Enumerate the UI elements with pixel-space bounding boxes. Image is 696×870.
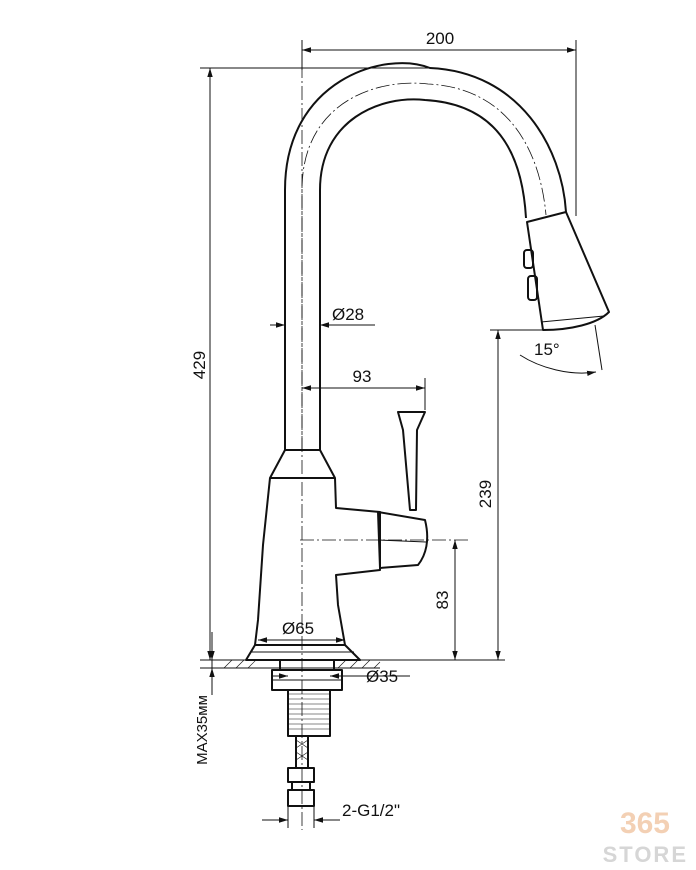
handle-hub bbox=[377, 511, 429, 569]
handle-lever bbox=[397, 411, 426, 511]
shank-thread bbox=[288, 693, 330, 730]
dim-hose-connection: 2-G1/2" bbox=[342, 801, 400, 820]
store-logo: 365 STORE bbox=[603, 807, 688, 867]
countertop-hatch bbox=[222, 659, 381, 669]
dim-handle-offset: 93 bbox=[353, 367, 372, 386]
dim-total-height: 429 bbox=[190, 351, 209, 379]
dim-shank-diameter: Ø35 bbox=[366, 667, 398, 686]
logo-number: 365 bbox=[620, 807, 670, 840]
handle-hub-line bbox=[377, 539, 427, 543]
dimension-lines bbox=[200, 40, 603, 828]
spray-button-upper bbox=[523, 249, 534, 269]
dimension-labels: 200 429 Ø28 93 15° 239 83 Ø65 Ø35 MAX35м… bbox=[190, 29, 560, 820]
dim-spray-angle: 15° bbox=[534, 340, 560, 359]
hose-ferrule bbox=[291, 781, 311, 791]
faucet-outline bbox=[222, 62, 610, 807]
dim-spout-reach: 200 bbox=[426, 29, 454, 48]
hose-nut-upper bbox=[287, 767, 315, 783]
dim-outlet-height: 239 bbox=[476, 480, 495, 508]
dim-max-counter-thickness: MAX35мм bbox=[194, 695, 211, 765]
hose-nut-lower bbox=[287, 789, 315, 807]
spout-collar bbox=[269, 449, 336, 479]
faucet-main-body bbox=[254, 477, 381, 646]
dim-spout-diameter: Ø28 bbox=[332, 305, 364, 324]
center-lines bbox=[300, 42, 547, 830]
dim-base-diameter: Ø65 bbox=[282, 619, 314, 638]
spout-inner-contour bbox=[319, 98, 527, 450]
dim-handle-height: 83 bbox=[433, 591, 452, 610]
spray-button-lower bbox=[527, 275, 538, 301]
spray-head bbox=[526, 211, 610, 331]
spray-head-face-line bbox=[540, 315, 605, 323]
logo-word: STORE bbox=[603, 842, 688, 867]
